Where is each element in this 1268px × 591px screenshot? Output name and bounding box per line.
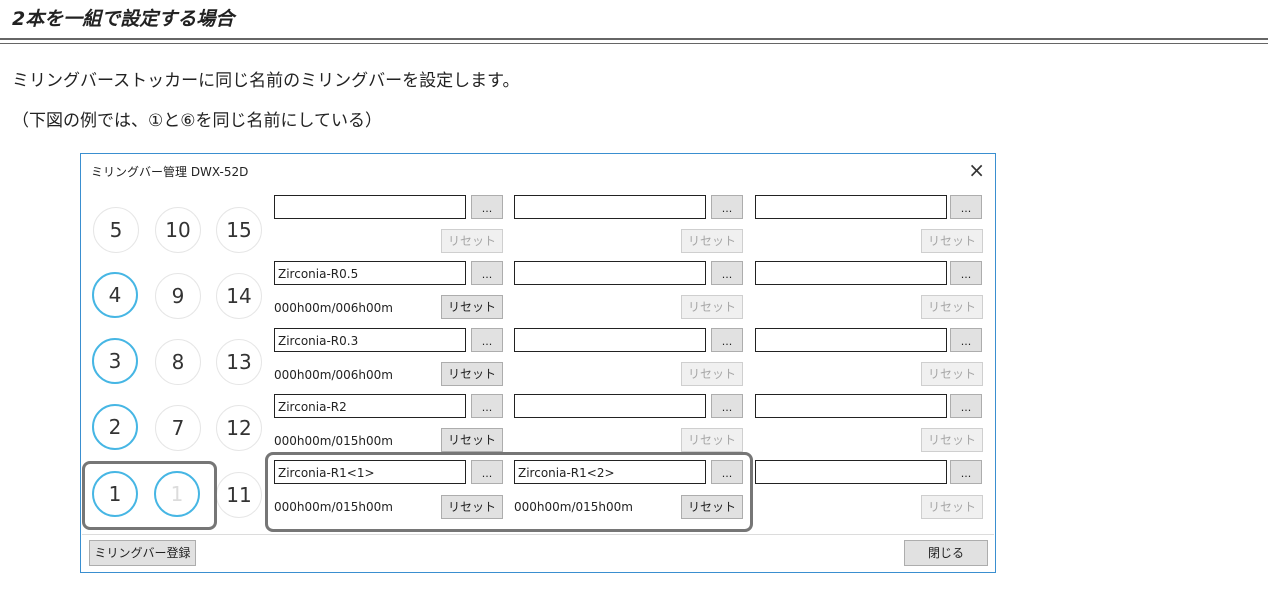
browse-button[interactable]: ...	[471, 460, 503, 484]
close-icon[interactable]: ×	[968, 158, 985, 182]
section-heading: 2本を一組で設定する場合	[12, 8, 235, 30]
heading-rule	[0, 38, 1268, 40]
bar-name-field[interactable]	[755, 328, 947, 352]
reset-button[interactable]: リセット	[681, 495, 743, 519]
browse-button[interactable]: ...	[950, 328, 982, 352]
browse-button[interactable]: ...	[950, 195, 982, 219]
browse-button[interactable]: ...	[471, 261, 503, 285]
slot-15[interactable]: 15	[216, 207, 262, 253]
bar-name-field[interactable]	[755, 460, 947, 484]
bar-name-field[interactable]	[755, 261, 947, 285]
slot-7[interactable]: 7	[155, 405, 201, 451]
slot-13[interactable]: 13	[216, 339, 262, 385]
usage-time: 000h00m/015h00m	[274, 434, 393, 448]
reset-button[interactable]: リセット	[441, 362, 503, 386]
footer-divider	[82, 534, 994, 535]
reset-button[interactable]: リセット	[921, 428, 983, 452]
reset-button[interactable]: リセット	[921, 229, 983, 253]
usage-time: 000h00m/015h00m	[274, 500, 393, 514]
slot-3[interactable]: 3	[92, 338, 138, 384]
bar-name-field[interactable]: Zirconia-R0.5	[274, 261, 466, 285]
slot-10[interactable]: 10	[155, 207, 201, 253]
browse-button[interactable]: ...	[711, 195, 743, 219]
bar-name-field[interactable]: Zirconia-R1<1>	[274, 460, 466, 484]
milling-bar-manager-window: ミリングバー管理 DWX-52D × 5 4 3 2 1 10 9 8 7 1 …	[80, 153, 996, 573]
description-line-2: （下図の例では、①と⑥を同じ名前にしている）	[12, 111, 382, 131]
slot-1[interactable]: 1	[92, 471, 138, 517]
reset-button[interactable]: リセット	[921, 495, 983, 519]
slot-9[interactable]: 9	[155, 273, 201, 319]
slot-6[interactable]: 1	[154, 471, 200, 517]
reset-button[interactable]: リセット	[681, 428, 743, 452]
slot-4[interactable]: 4	[92, 272, 138, 318]
reset-button[interactable]: リセット	[441, 428, 503, 452]
browse-button[interactable]: ...	[711, 460, 743, 484]
window-title: ミリングバー管理 DWX-52D	[91, 165, 249, 179]
reset-button[interactable]: リセット	[681, 362, 743, 386]
close-button[interactable]: 閉じる	[904, 540, 988, 566]
usage-time: 000h00m/006h00m	[274, 368, 393, 382]
reset-button[interactable]: リセット	[441, 229, 503, 253]
browse-button[interactable]: ...	[711, 394, 743, 418]
browse-button[interactable]: ...	[950, 460, 982, 484]
reset-button[interactable]: リセット	[681, 229, 743, 253]
bar-name-field[interactable]	[274, 195, 466, 219]
bar-name-field[interactable]: Zirconia-R1<2>	[514, 460, 706, 484]
bar-name-field[interactable]	[514, 261, 706, 285]
browse-button[interactable]: ...	[711, 261, 743, 285]
slot-2[interactable]: 2	[92, 404, 138, 450]
browse-button[interactable]: ...	[471, 195, 503, 219]
bar-name-field[interactable]: Zirconia-R0.3	[274, 328, 466, 352]
browse-button[interactable]: ...	[471, 394, 503, 418]
register-milling-bar-button[interactable]: ミリングバー登録	[89, 540, 196, 566]
heading-rule-thin	[0, 43, 1268, 44]
reset-button[interactable]: リセット	[921, 362, 983, 386]
reset-button[interactable]: リセット	[441, 295, 503, 319]
description-line-1: ミリングバーストッカーに同じ名前のミリングバーを設定します。	[12, 71, 520, 91]
browse-button[interactable]: ...	[950, 261, 982, 285]
slot-12[interactable]: 12	[216, 405, 262, 451]
usage-time: 000h00m/006h00m	[274, 301, 393, 315]
slot-5[interactable]: 5	[93, 207, 139, 253]
browse-button[interactable]: ...	[950, 394, 982, 418]
bar-name-field[interactable]	[755, 195, 947, 219]
slot-8[interactable]: 8	[155, 339, 201, 385]
reset-button[interactable]: リセット	[681, 295, 743, 319]
browse-button[interactable]: ...	[711, 328, 743, 352]
bar-name-field[interactable]: Zirconia-R2	[274, 394, 466, 418]
bar-name-field[interactable]	[514, 328, 706, 352]
reset-button[interactable]: リセット	[441, 495, 503, 519]
reset-button[interactable]: リセット	[921, 295, 983, 319]
slot-11[interactable]: 11	[216, 472, 262, 518]
bar-name-field[interactable]	[755, 394, 947, 418]
usage-time: 000h00m/015h00m	[514, 500, 633, 514]
bar-name-field[interactable]	[514, 195, 706, 219]
bar-name-field[interactable]	[514, 394, 706, 418]
slot-14[interactable]: 14	[216, 273, 262, 319]
browse-button[interactable]: ...	[471, 328, 503, 352]
